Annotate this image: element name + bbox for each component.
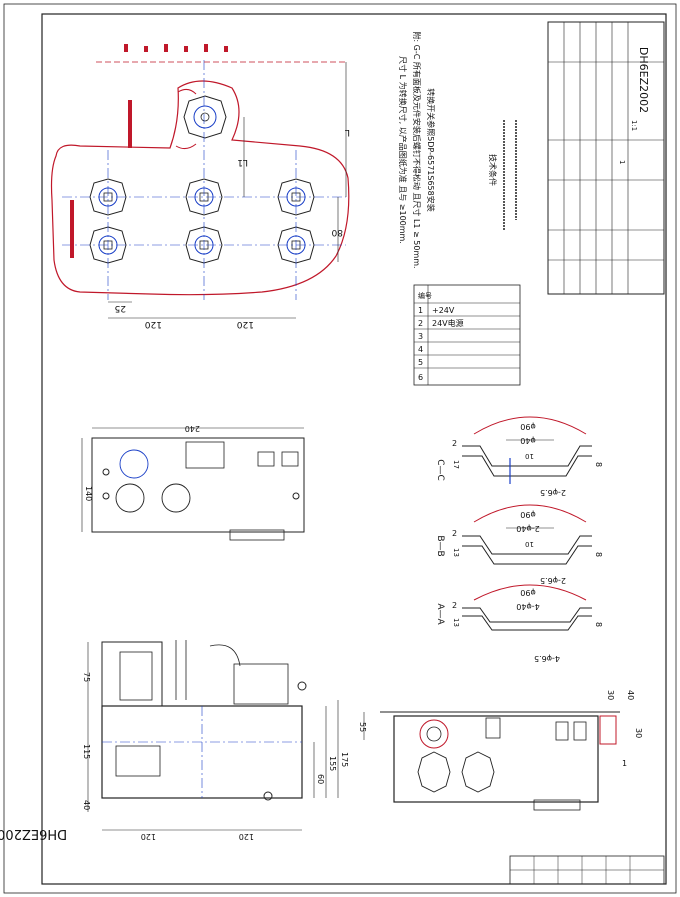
cc-dim-8: 8 — [594, 462, 603, 467]
lv-dim-75: 75 — [82, 672, 91, 682]
dim-L1: L1 — [237, 157, 248, 167]
title-scale: 1:1 — [630, 120, 638, 131]
dim-120-b: 120 — [237, 319, 254, 329]
bb-dim-hole: 2-φ6.5 — [540, 576, 566, 585]
mv-dim-140: 140 — [84, 486, 93, 501]
cc-phi90: φ90 — [520, 422, 535, 431]
note-line-3: 转换开关参照5DP-6571S658安装 — [426, 88, 436, 212]
terminal-table: 编号 1 +24V 2 24V电源 3 4 5 6 — [413, 284, 521, 386]
cc-dim-17: 17 — [452, 460, 460, 469]
dim-120-a: 120 — [145, 319, 162, 329]
note-line-2: 附: G-C 所有面板及元件安装后螺钉不得松动 且尺寸 L1 ≥ 50mm. — [412, 31, 422, 268]
aa-dim-2: 2 — [452, 601, 457, 610]
cc-phi40: φ40 — [520, 436, 535, 445]
table-row-2-text: 24V电源 — [432, 318, 464, 328]
aa-dim-hole: 4-φ6.5 — [534, 654, 560, 663]
lv-dim-155: 155 — [328, 756, 337, 771]
note-line-1: 尺寸 L 为转换尺寸, 以产品图纸为准 且与 ≥100mm. — [398, 56, 408, 244]
table-row-5-no: 5 — [418, 358, 423, 367]
table-header-no: 编号 — [418, 291, 432, 300]
cc-dim-10: 10 — [525, 452, 534, 460]
aa-dim-13: 13 — [452, 618, 460, 627]
drawing-number-left: DH6EZ2002 — [0, 826, 67, 841]
section-aa-label: A—A — [435, 603, 445, 625]
table-row-1-no: 1 — [418, 306, 423, 315]
table-row-2-no: 2 — [418, 319, 423, 328]
section-bb-label: B—B — [435, 535, 445, 556]
table-row-3-no: 3 — [418, 332, 423, 341]
title-block: DH6EZ2002 1:1 1 — [547, 21, 665, 295]
cc-dim-hole: 2-φ6.5 — [540, 488, 566, 497]
bb-dim-10: 10 — [525, 540, 534, 548]
rv-dim-40: 40 — [626, 690, 635, 700]
left-view: 75 115 40 60 155 175 120 120 — [82, 640, 349, 841]
rv-dim-30-a: 30 — [606, 690, 615, 700]
dim-L: L — [345, 127, 350, 137]
top-view: L 80 L1 25 120 120 — [50, 44, 350, 329]
middle-view-box — [91, 437, 305, 533]
lv-dim-175: 175 — [340, 752, 349, 767]
middle-view: 240 140 — [81, 424, 305, 541]
cc-dim-2: 2 — [452, 439, 457, 448]
table-row-6-no: 6 — [418, 373, 423, 382]
aa-phi90: φ90 — [520, 588, 535, 597]
rv-dim-55: 55 — [358, 722, 367, 732]
bb-phi40: 2-φ40 — [516, 524, 539, 533]
section-bb: B—B φ90 2-φ40 2 8 2-φ6.5 10 13 — [435, 504, 603, 585]
lv-dim-120-b: 120 — [239, 832, 254, 841]
rv-dim-30-b: 30 — [634, 728, 643, 738]
tech-title: 技术条件 — [488, 154, 498, 186]
dim-80: 80 — [331, 227, 343, 237]
section-aa: A—A φ90 4-φ40 2 8 4-φ6.5 13 — [435, 584, 603, 663]
title-sheet: 1 — [618, 160, 626, 164]
table-row-4-no: 4 — [418, 345, 423, 354]
mv-dim-240: 240 — [185, 424, 200, 433]
right-view: 55 30 40 1 30 — [358, 690, 643, 811]
plate-outline — [50, 80, 350, 296]
revision-block — [509, 855, 665, 885]
table-row-1-text: +24V — [432, 306, 455, 315]
switch-terminal — [175, 88, 227, 150]
dim-25: 25 — [115, 303, 126, 313]
sheet-border-outer — [3, 3, 677, 894]
rv-dim-1: 1 — [622, 759, 627, 768]
lv-dim-120-a: 120 — [141, 832, 156, 841]
lv-dim-115: 115 — [82, 744, 91, 759]
bb-dim-2: 2 — [452, 529, 457, 538]
sheet-border-inner — [41, 13, 667, 885]
title-drawing-no: DH6EZ2002 — [637, 47, 650, 113]
section-cc: C—C φ90 φ40 2 8 2-φ6.5 17 10 — [435, 416, 603, 497]
right-view-body — [393, 715, 599, 803]
section-cc-label: C—C — [435, 459, 445, 481]
red-annotation-marks — [70, 44, 228, 258]
aa-dim-8: 8 — [594, 622, 603, 627]
bb-dim-8: 8 — [594, 552, 603, 557]
lv-dim-60: 60 — [316, 774, 325, 784]
lv-dim-40: 40 — [82, 800, 91, 810]
bb-phi90: φ90 — [520, 510, 535, 519]
notes: 尺寸 L 为转换尺寸, 以产品图纸为准 且与 ≥100mm. 附: G-C 所有… — [398, 31, 517, 269]
bb-dim-13: 13 — [452, 548, 460, 557]
aa-phi40: 4-φ40 — [516, 602, 539, 611]
